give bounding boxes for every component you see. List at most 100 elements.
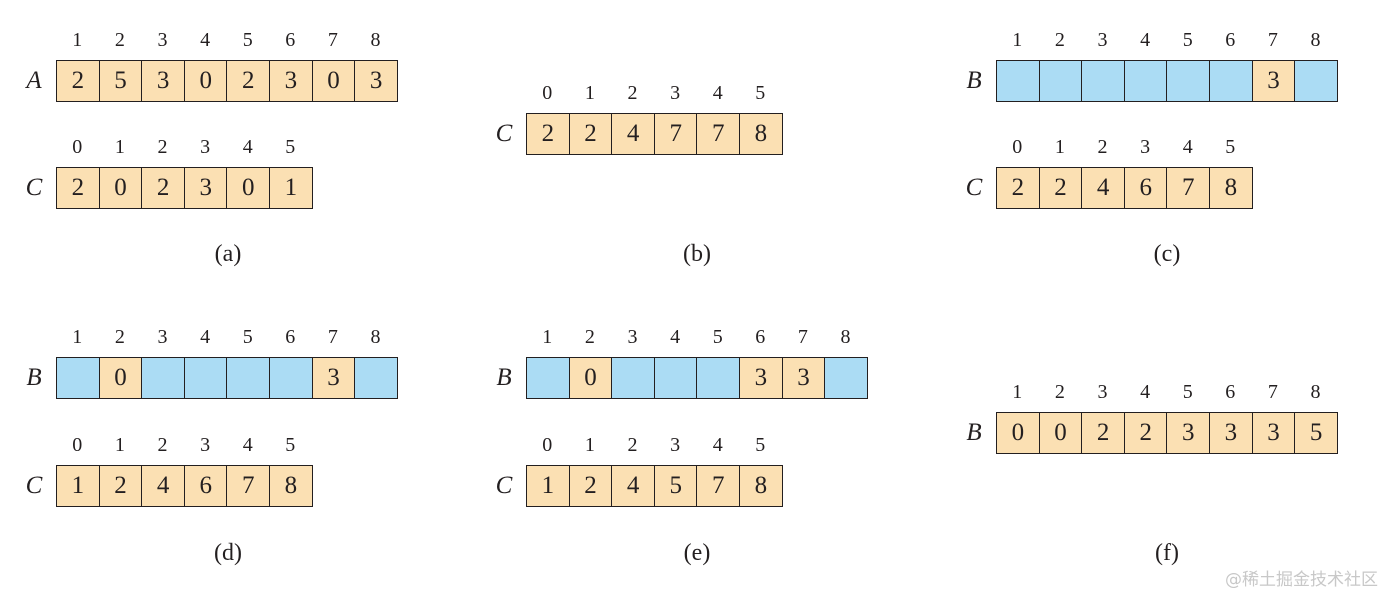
array-cell: 1	[526, 465, 570, 507]
index-label: 8	[1310, 29, 1321, 51]
array-cell: 2	[568, 113, 613, 155]
index-label: 2	[584, 326, 595, 348]
array-cell	[269, 357, 313, 399]
index-label: 2	[627, 82, 638, 104]
index-label: 0	[542, 82, 553, 104]
index-label: 8	[370, 326, 381, 348]
array-cell: 2	[1081, 412, 1125, 454]
index-label: 1	[114, 434, 125, 456]
index-label: 4	[242, 136, 253, 158]
array-cell: 7	[1166, 167, 1211, 209]
array-cell: 3	[1166, 412, 1211, 454]
array-cell	[824, 357, 868, 399]
array-cell: 3	[141, 60, 185, 102]
index-label: 1	[584, 82, 595, 104]
index-label: 4	[242, 434, 253, 456]
array-cell: 0	[568, 357, 613, 399]
index-label: 6	[285, 326, 296, 348]
panel-caption: (e)	[683, 540, 711, 566]
array-cell: 6	[183, 465, 228, 507]
watermark: @稀土掘金技术社区	[1225, 570, 1378, 590]
index-label: 4	[200, 29, 211, 51]
index-label: 1	[72, 326, 83, 348]
panel-caption: (b)	[683, 241, 711, 267]
index-label: 4	[1182, 136, 1193, 158]
index-label: 3	[670, 82, 681, 104]
array-cell: 5	[653, 465, 698, 507]
array-cell: 0	[98, 357, 143, 399]
index-label: 5	[1182, 381, 1193, 403]
index-label: 3	[200, 434, 211, 456]
array-label: B	[26, 364, 42, 391]
index-label: 5	[242, 29, 253, 51]
panel-caption: (f)	[1155, 540, 1179, 566]
index-label: 2	[157, 434, 168, 456]
array-cell	[1166, 60, 1211, 102]
array-cell	[1038, 60, 1083, 102]
array-cell: 2	[996, 167, 1040, 209]
index-label: 3	[627, 326, 638, 348]
array-cell: 5	[98, 60, 143, 102]
array-cell: 8	[269, 465, 313, 507]
array-cell: 0	[1038, 412, 1083, 454]
index-label: 4	[712, 82, 723, 104]
index-label: 8	[1310, 381, 1321, 403]
index-label: 4	[712, 434, 723, 456]
array-cell: 2	[526, 113, 570, 155]
array-cell: 2	[56, 60, 100, 102]
index-label: 2	[1054, 29, 1065, 51]
array-cell: 2	[1038, 167, 1083, 209]
index-label: 3	[1097, 29, 1108, 51]
index-label: 3	[157, 326, 168, 348]
array-cell: 7	[696, 113, 741, 155]
array-label: C	[25, 472, 43, 499]
array-cell: 0	[98, 167, 143, 209]
array-cell	[183, 357, 228, 399]
index-label: 3	[200, 136, 211, 158]
index-label: 6	[1225, 381, 1236, 403]
array-cell: 7	[226, 465, 271, 507]
index-label: 3	[157, 29, 168, 51]
array-cell	[996, 60, 1040, 102]
array-label: C	[965, 174, 983, 201]
array-label: B	[966, 67, 982, 94]
index-label: 3	[1140, 136, 1151, 158]
index-label: 5	[285, 136, 296, 158]
index-label: 6	[285, 29, 296, 51]
array-cell: 4	[141, 465, 185, 507]
array-cell: 7	[653, 113, 698, 155]
array-cell: 3	[781, 357, 826, 399]
array-cell: 4	[611, 113, 655, 155]
array-cell	[226, 357, 271, 399]
index-label: 7	[327, 326, 338, 348]
index-label: 5	[755, 434, 766, 456]
index-label: 2	[114, 326, 125, 348]
array-cell: 4	[611, 465, 655, 507]
index-label: 5	[1225, 136, 1236, 158]
array-cell: 3	[183, 167, 228, 209]
array-cell: 2	[568, 465, 613, 507]
index-label: 1	[1054, 136, 1065, 158]
array-label: C	[25, 174, 43, 201]
index-label: 5	[242, 326, 253, 348]
array-cell	[354, 357, 398, 399]
array-cell: 5	[1294, 412, 1338, 454]
index-label: 6	[755, 326, 766, 348]
array-label: B	[496, 364, 512, 391]
index-label: 2	[114, 29, 125, 51]
array-cell: 0	[183, 60, 228, 102]
index-label: 5	[755, 82, 766, 104]
index-label: 3	[1097, 381, 1108, 403]
array-cell	[141, 357, 185, 399]
index-label: 8	[840, 326, 851, 348]
array-cell: 6	[1123, 167, 1168, 209]
index-label: 7	[1267, 381, 1278, 403]
array-cell: 0	[311, 60, 356, 102]
array-cell: 3	[739, 357, 783, 399]
index-label: 7	[797, 326, 808, 348]
array-cell: 7	[696, 465, 741, 507]
